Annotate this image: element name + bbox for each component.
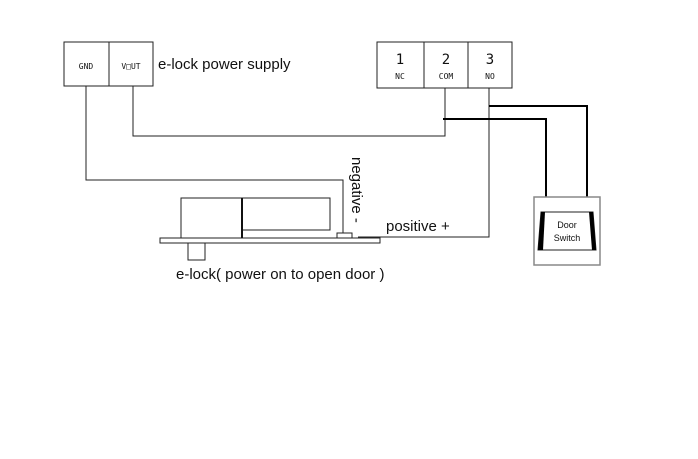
- elock-label: e-lock( power on to open door ): [176, 266, 384, 283]
- door-switch-wire-b: [443, 118, 547, 197]
- no-number: 3: [486, 52, 494, 68]
- gnd-terminal-label: GND: [79, 62, 94, 71]
- nc-label: NC: [395, 72, 405, 81]
- elock-device: [159, 197, 381, 261]
- no-label: NO: [485, 72, 495, 81]
- com-number: 2: [442, 52, 450, 68]
- gnd-wire: [85, 86, 344, 236]
- relay-block: 1 NC 2 COM 3 NO: [376, 41, 513, 89]
- door-switch-line2: Switch: [554, 233, 581, 243]
- com-label: COM: [439, 72, 454, 81]
- no-to-positive-wire: [358, 88, 490, 238]
- power-supply-block: GND V□UT: [63, 41, 154, 87]
- positive-label: positive +: [386, 218, 450, 235]
- negative-label: negative -: [348, 157, 365, 223]
- nc-number: 1: [396, 52, 404, 68]
- vout-to-com-wire: [132, 86, 446, 137]
- door-switch: Door Switch: [533, 196, 601, 266]
- door-switch-line1: Door: [557, 220, 577, 230]
- vout-terminal-label: V□UT: [121, 62, 140, 71]
- power-supply-label: e-lock power supply: [158, 56, 291, 73]
- door-switch-wire-a: [489, 105, 588, 197]
